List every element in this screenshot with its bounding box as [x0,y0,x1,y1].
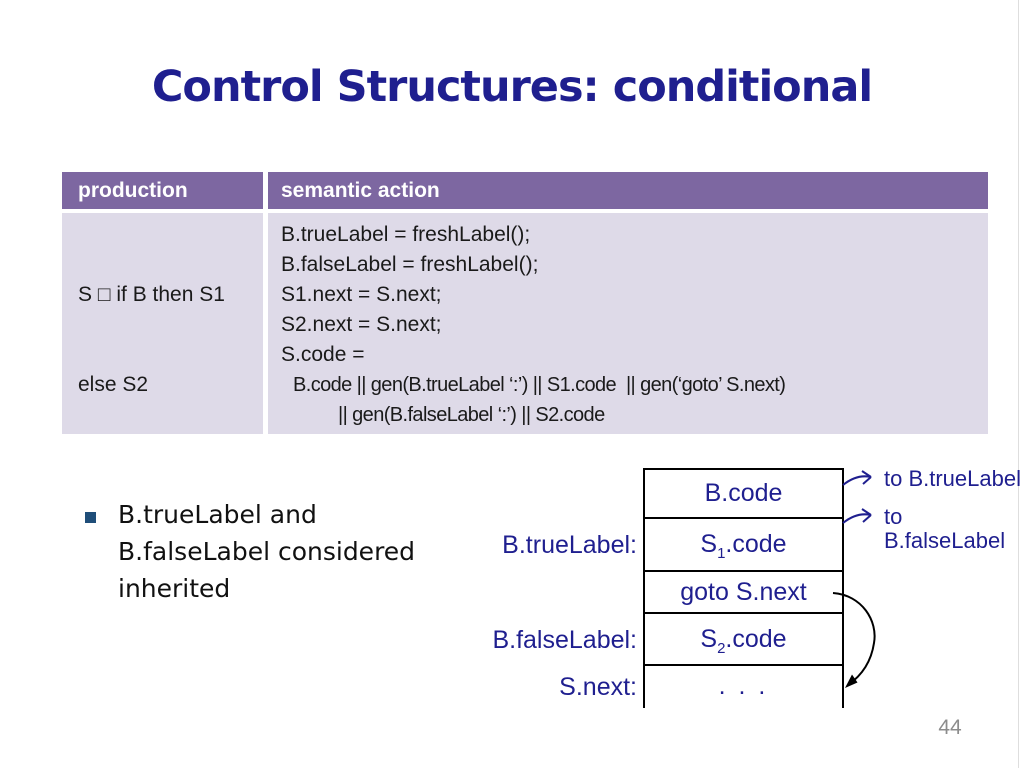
diagram-box-goto-s-next: goto S.next [643,572,844,614]
page-number: 44 [938,716,962,739]
code-layout-diagram: B.code S1.code goto S.next S2.code . . . [643,468,844,708]
diagram-box-b-code: B.code [643,468,844,519]
diagram-box-s1-code: S1.code [643,519,844,572]
false-branch-arrow-icon [842,508,872,524]
annotation-to-b-truelabel: to B.trueLabel [884,466,1021,491]
semantic-action-line: || gen(B.falseLabel ‘:’) || S2.code [338,404,605,426]
semantic-action-cell: B.trueLabel = freshLabel(); B.falseLabel… [281,220,978,430]
column-divider [263,172,268,209]
table-header-row: production semantic action [62,172,988,209]
slide-title: Control Structures: conditional [151,62,873,112]
annotation-to-b-falselabel: to B.falseLabel [884,504,1006,553]
slide-right-edge [1018,0,1019,768]
label-b-truelabel: B.trueLabel: [502,531,637,559]
table-body-row: S □ if B then S1 else S2 B.trueLabel = f… [62,213,988,434]
label-s-next: S.next: [559,673,637,701]
production-line: else S2 [78,373,149,396]
label-b-falselabel: B.falseLabel: [492,626,637,654]
semantic-action-line: B.code || gen(B.trueLabel ‘:’) || S1.cod… [293,374,786,396]
semantic-action-line: S1.next = S.next; [281,283,442,306]
semantic-action-line: B.trueLabel = freshLabel(); [281,223,531,246]
semantic-action-line: S2.next = S.next; [281,313,442,336]
goto-jump-arrow-icon [832,592,876,688]
bullet-text: B.trueLabel and B.falseLabel considered … [118,496,478,607]
semantic-action-line: S.code = [281,343,365,366]
true-branch-arrow-icon [842,470,872,486]
bullet-line: B.falseLabel considered [118,537,416,566]
table-row-gap [62,209,988,213]
bullet-line: B.trueLabel and [118,500,317,529]
table-header-semantic-action: semantic action [281,179,440,202]
diagram-box-ellipsis: . . . [643,666,844,708]
table-header-production: production [78,179,188,202]
production-line: S □ if B then S1 [78,283,225,306]
production-table: production semantic action S □ if B then… [62,172,988,434]
bullet-marker [85,512,96,523]
semantic-action-line: B.falseLabel = freshLabel(); [281,253,539,276]
bullet-line: inherited [118,574,231,603]
production-cell: S □ if B then S1 else S2 [78,220,225,460]
column-divider [263,213,268,434]
diagram-box-s2-code: S2.code [643,614,844,666]
